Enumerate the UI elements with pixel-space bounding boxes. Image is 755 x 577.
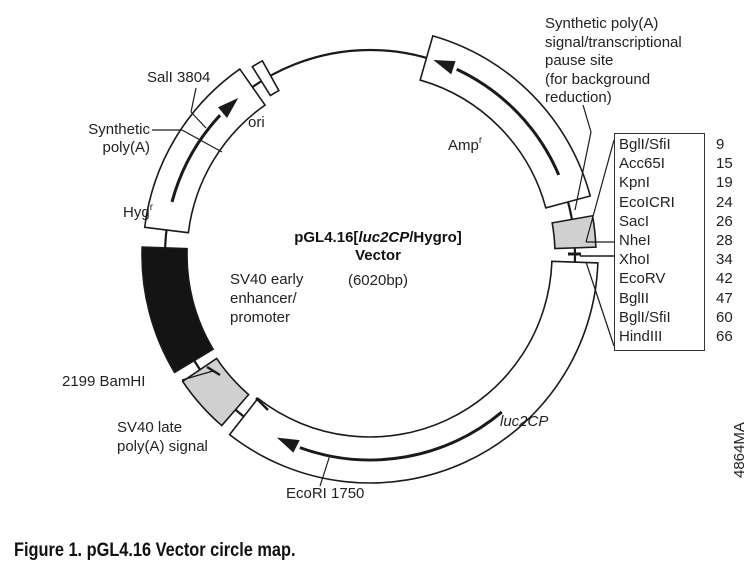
ecori-tick (255, 397, 269, 411)
mcs-site-name: BglI/SfiI (619, 308, 671, 326)
vector-title: pGL4.16[luc2CP/Hygro] (294, 229, 462, 246)
luc2cp-arrowhead (276, 437, 300, 453)
sv40-late-polya-segment (181, 357, 250, 427)
synthetic-polya-top-label: Synthetic poly(A) signal/transcriptional… (545, 15, 682, 106)
svg-text:reduction): reduction) (545, 89, 612, 106)
mcs-site-name: BglII (619, 289, 650, 307)
mcs-site-position: 26 (716, 212, 733, 230)
synthetic-polya-left-label: Synthetic poly(A) (88, 121, 150, 156)
mcs-site-name: SacI (619, 212, 650, 230)
ori-label: ori (248, 114, 265, 131)
svg-text:promoter: promoter (230, 309, 290, 326)
mcs-leader-up (585, 139, 615, 243)
figure-id-label: 4864MA (731, 422, 748, 478)
mcs-site-position: 15 (716, 155, 733, 173)
luc2cp-gene-segment (228, 260, 599, 484)
sali-label: SalI 3804 (147, 69, 210, 86)
ecori-leader (319, 454, 331, 487)
amp-resistance-segment (419, 34, 592, 209)
sali-leader (190, 87, 197, 113)
svg-text:poly(A): poly(A) (102, 139, 150, 156)
hyg-direction-arrow (170, 114, 222, 203)
mcs-leader-down (585, 261, 615, 347)
mcs-site-table (614, 133, 705, 351)
mcs-site-position: 47 (716, 289, 733, 307)
sv40-late-label: SV40 late poly(A) signal (117, 419, 208, 455)
mcs-site-name: EcoICRI (619, 193, 675, 211)
svg-text:enhancer/: enhancer/ (230, 290, 298, 307)
svg-text:poly(A) signal: poly(A) signal (117, 438, 208, 455)
mcs-polya-block (551, 214, 597, 250)
mcs-site-name: BglI/SfiI (619, 136, 671, 153)
vector-title-line2: Vector (355, 247, 401, 264)
polya-top-leader-2 (574, 131, 592, 211)
bamhi-tick (206, 365, 221, 377)
amp-label: Ampr (448, 135, 483, 154)
mcs-site-position: 28 (716, 232, 733, 249)
sv40-promoter-label: SV40 early enhancer/ promoter (230, 271, 304, 326)
svg-text:SV40 late: SV40 late (117, 419, 182, 436)
svg-text:pause site: pause site (545, 52, 613, 69)
amp-arrowhead (433, 60, 456, 75)
mcs-site-position: 66 (716, 328, 733, 345)
mcs-site-position: 60 (716, 308, 733, 326)
figure-caption: Figure 1. pGL4.16 Vector circle map. (14, 540, 296, 561)
synpa-leader-2 (181, 129, 223, 153)
mcs-site-position: 24 (716, 193, 733, 211)
svg-text:Synthetic: Synthetic (88, 121, 150, 138)
mcs-site-name: HindIII (619, 328, 663, 345)
svg-text:Synthetic poly(A): Synthetic poly(A) (545, 15, 658, 32)
bamhi-label: 2199 BamHI (62, 373, 145, 390)
mcs-site-position: 34 (716, 251, 733, 269)
synthetic-polya-left-segment (251, 59, 280, 97)
hyg-label: Hygr (123, 202, 154, 221)
ecori-label: EcoRI 1750 (286, 485, 364, 502)
sv40-promoter-segment (141, 246, 215, 374)
mcs-site-position: 19 (716, 174, 733, 192)
hyg-arrowhead (218, 97, 239, 118)
luc2cp-label: luc2CP (500, 413, 548, 430)
mcs-site-position: 42 (716, 270, 733, 288)
vector-size: (6020bp) (348, 272, 408, 289)
amp-direction-arrow (456, 67, 561, 176)
bamhi-leader (181, 370, 214, 381)
hygromycin-resistance-segment (143, 67, 267, 234)
mcs-site-name: EcoRV (619, 270, 666, 288)
svg-text:SV40 early: SV40 early (230, 271, 304, 288)
svg-text:signal/transcriptional: signal/transcriptional (545, 34, 682, 51)
mcs-site-name: Acc65I (619, 155, 665, 173)
mcs-site-name: XhoI (619, 251, 650, 269)
sali-leader-2 (190, 111, 207, 129)
mcs-site-position: 9 (716, 136, 725, 153)
luc2cp-direction-arrow (299, 410, 503, 462)
svg-text:(for background: (for background (545, 71, 650, 88)
mcs-site-name: KpnI (619, 174, 650, 192)
polya-top-leader (582, 104, 592, 133)
mcs-site-name: NheI (619, 232, 651, 249)
